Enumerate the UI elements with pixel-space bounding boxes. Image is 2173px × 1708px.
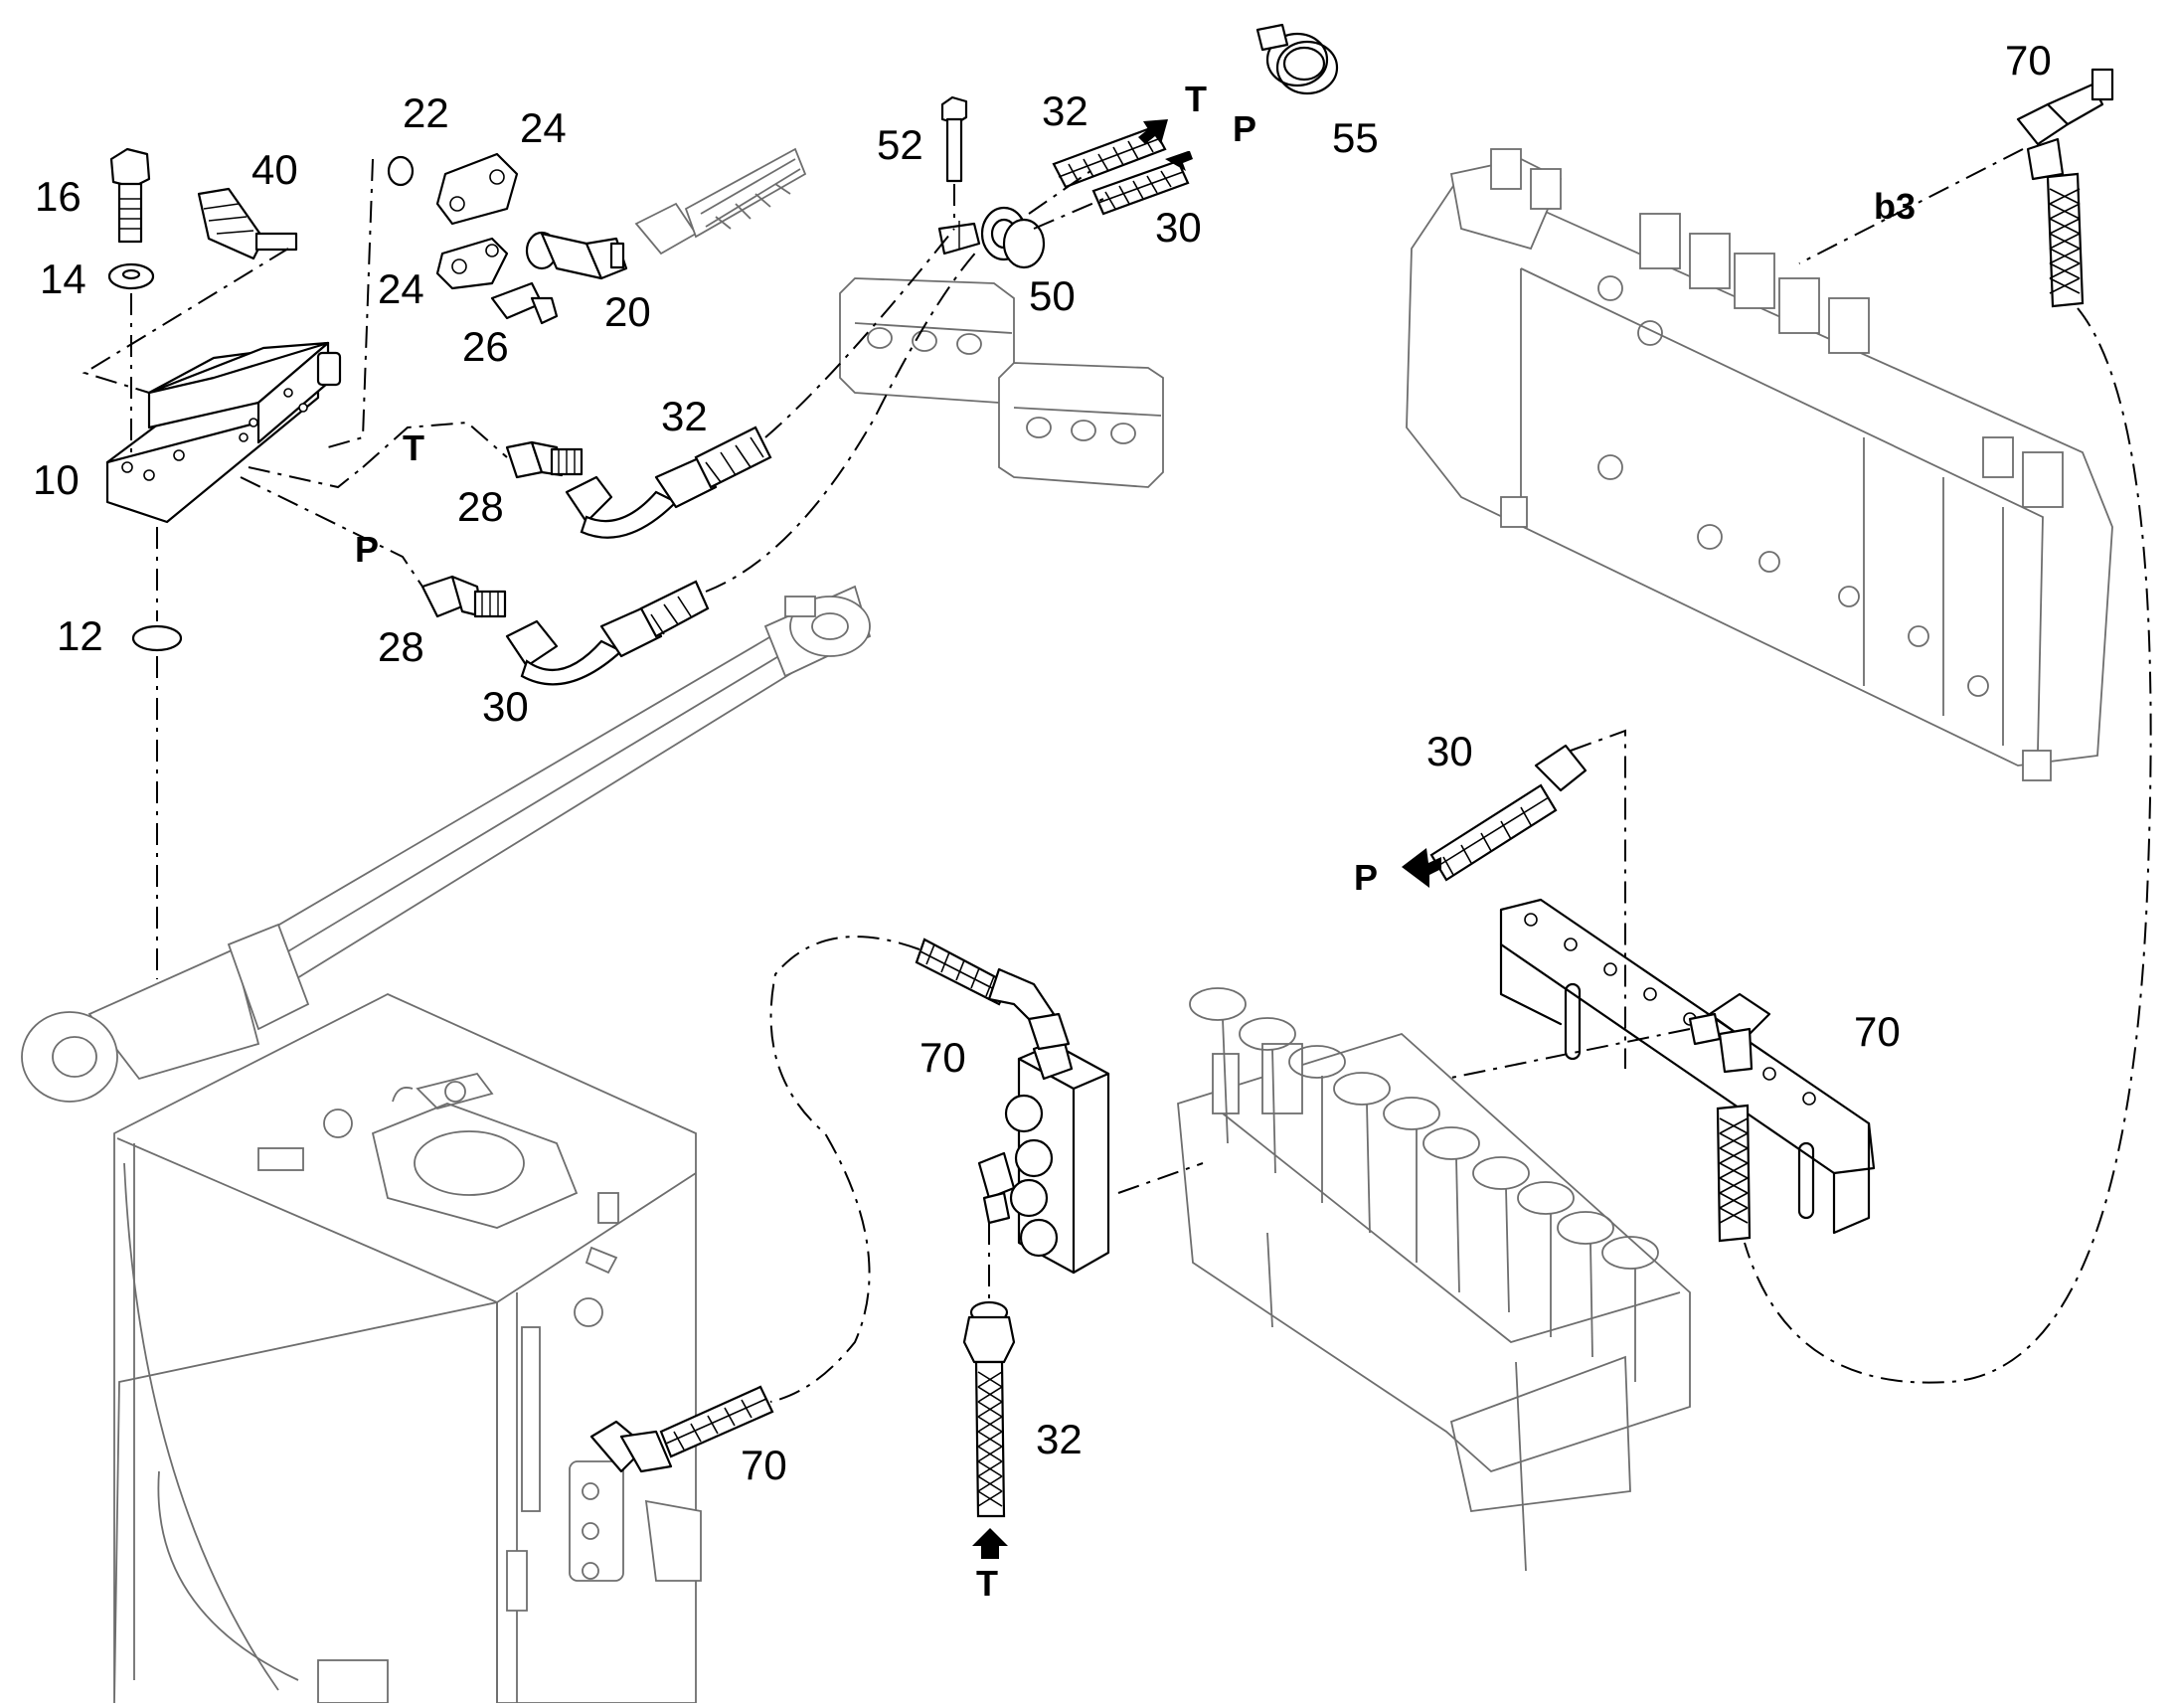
adapter-fitting [420, 575, 507, 618]
callout-16: 16 [35, 173, 82, 220]
callout-32: 32 [661, 393, 708, 439]
hose-end-reference [634, 147, 807, 256]
callout-30: 30 [1155, 204, 1202, 251]
callout-b3: b3 [1874, 186, 1916, 227]
callout-24: 24 [378, 265, 424, 312]
port-label-T: T [1185, 79, 1207, 119]
bolt [109, 147, 151, 244]
hose-assembly [565, 426, 772, 539]
callout-70: 70 [741, 1442, 787, 1488]
callout-32: 32 [1042, 87, 1088, 134]
port-label-P: P [1233, 108, 1256, 149]
tee-fitting [1688, 992, 1771, 1243]
clamp-block-2 [998, 362, 1164, 488]
adapter-fitting [505, 440, 584, 479]
tee-fitting [2016, 68, 2114, 308]
hydraulic-cylinder [21, 585, 872, 1103]
callout-10: 10 [33, 456, 80, 503]
split-flange [435, 152, 519, 290]
hose-assembly [915, 938, 1071, 1051]
callout-20: 20 [604, 288, 651, 335]
callout-12: 12 [57, 612, 103, 659]
port-label-P: P [355, 529, 379, 570]
leader-lines [82, 148, 2152, 1403]
port-label-P: P [1354, 857, 1378, 898]
bolt [940, 95, 968, 183]
hose-clip [1255, 23, 1339, 95]
callout-30: 30 [482, 683, 529, 730]
callout-52: 52 [877, 121, 923, 168]
callout-24: 24 [520, 104, 567, 151]
hose-assembly [962, 1300, 1016, 1518]
callout-55: 55 [1332, 114, 1379, 161]
hose-clamp [937, 206, 1046, 269]
distribution-block [977, 1037, 1110, 1275]
manifold-frame [1177, 987, 1691, 1572]
elbow-fitting [525, 231, 628, 280]
cap-screw [490, 281, 559, 325]
flow-arrows [972, 119, 1441, 1559]
callout-28: 28 [378, 623, 424, 670]
pressure-sensor [197, 187, 298, 260]
callout-32: 32 [1036, 1416, 1083, 1462]
callout-70: 70 [2005, 37, 2052, 84]
callout-26: 26 [462, 323, 509, 370]
callout-22: 22 [403, 89, 449, 136]
port-label-T: T [403, 427, 424, 468]
callout-14: 14 [40, 256, 86, 302]
port-label-T: T [976, 1563, 998, 1604]
hydraulic-tank [113, 993, 702, 1704]
braided-sleeve [1052, 125, 1167, 189]
callout-40: 40 [251, 146, 298, 193]
o-ring [131, 624, 183, 652]
callout-28: 28 [457, 483, 504, 530]
control-valve-block [1406, 148, 2113, 781]
valve-block [105, 341, 342, 524]
braided-sleeve [1091, 159, 1190, 216]
washer [107, 262, 155, 290]
o-ring [387, 155, 415, 187]
callout-labels: 16 14 40 10 12 22 24 24 26 20 28 28 32 3… [33, 37, 2052, 1604]
clamp-block-1 [839, 277, 1015, 404]
callout-50: 50 [1029, 272, 1076, 319]
hose-assembly [589, 1385, 774, 1473]
hose-assembly [505, 580, 710, 686]
callout-70: 70 [1854, 1008, 1901, 1055]
callout-30: 30 [1426, 728, 1473, 774]
hose-assembly [1429, 744, 1588, 882]
callout-70: 70 [919, 1034, 966, 1081]
